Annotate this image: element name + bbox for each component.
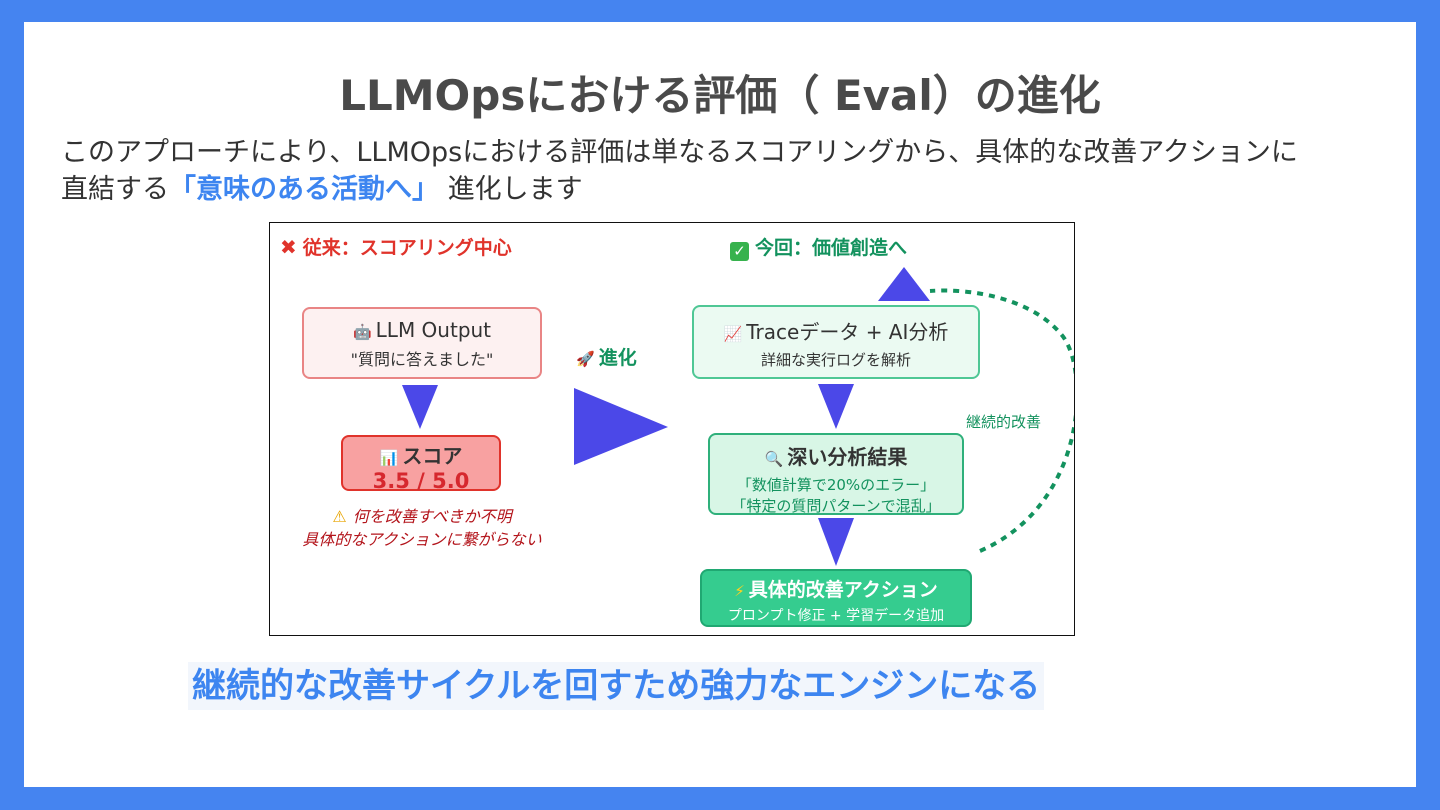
new-header: ✓今回：価値創造へ bbox=[730, 233, 907, 261]
evolution-label: 🚀進化 bbox=[576, 347, 637, 369]
intro-line-2-suffix: 進化します bbox=[447, 174, 583, 205]
check-mark-icon: ✓ bbox=[730, 242, 749, 261]
rocket-icon: 🚀 bbox=[576, 350, 595, 368]
intro-line-2-prefix: 直結する bbox=[61, 174, 169, 205]
score-box: 📊スコア 3.5 / 5.0 bbox=[341, 435, 501, 493]
llm-output-box: 🤖LLM Output "質問に答えました" bbox=[302, 307, 542, 379]
legacy-header: ✖従来：スコアリング中心 bbox=[280, 235, 512, 259]
page-title: LLMOpsにおける評価（ Eval）の進化 bbox=[339, 71, 1101, 120]
bottom-message: 継続的な改善サイクルを回すため強力なエンジンになる bbox=[188, 662, 1045, 710]
arrow-deep-to-action bbox=[818, 518, 854, 566]
magnifier-icon: 🔍 bbox=[764, 450, 784, 468]
bar-chart-icon: 📊 bbox=[379, 449, 399, 467]
intro-emphasis: 「意味のある活動へ」 bbox=[169, 174, 439, 205]
lightning-icon: ⚡ bbox=[734, 582, 745, 600]
diagram-arrows bbox=[402, 267, 1074, 566]
intro-text: このアプローチにより、LLMOpsにおける評価は単なるスコアリングから、具体的な… bbox=[61, 134, 1401, 208]
improvement-action-box: ⚡具体的改善アクション プロンプト修正 + 学習データ追加 bbox=[700, 569, 972, 627]
intro-line-1: このアプローチにより、LLMOpsにおける評価は単なるスコアリングから、具体的な… bbox=[61, 137, 1298, 168]
arrow-loop-head bbox=[878, 267, 930, 301]
deep-analysis-box: 🔍深い分析結果 「数値計算で20%のエラー」 「特定の質問パターンで混乱」 bbox=[708, 433, 964, 515]
cross-mark-icon: ✖ bbox=[280, 235, 297, 259]
arrow-output-to-score bbox=[402, 385, 438, 429]
slide: LLMOpsにおける評価（ Eval）の進化 このアプローチにより、LLMOps… bbox=[24, 22, 1416, 787]
evaluation-diagram: ✖従来：スコアリング中心 ✓今回：価値創造へ 🤖LLM Output "質問に答… bbox=[269, 222, 1075, 636]
chart-increasing-icon: 📈 bbox=[723, 325, 743, 343]
continuous-improvement-loop bbox=[929, 288, 1074, 553]
loop-label: 継続的改善 bbox=[964, 409, 1044, 434]
warning-icon: ⚠ bbox=[332, 507, 347, 526]
intro-line-2: 直結する「意味のある活動へ」 進化します bbox=[61, 171, 1401, 208]
arrow-trace-to-deep bbox=[818, 384, 854, 429]
trace-box: 📈Traceデータ + AI分析 詳細な実行ログを解析 bbox=[692, 305, 980, 379]
robot-icon: 🤖 bbox=[352, 323, 372, 341]
warning-text: ⚠何を改善すべきか不明 具体的なアクションに繋がらない bbox=[302, 507, 542, 549]
evolution-arrow bbox=[574, 388, 668, 465]
